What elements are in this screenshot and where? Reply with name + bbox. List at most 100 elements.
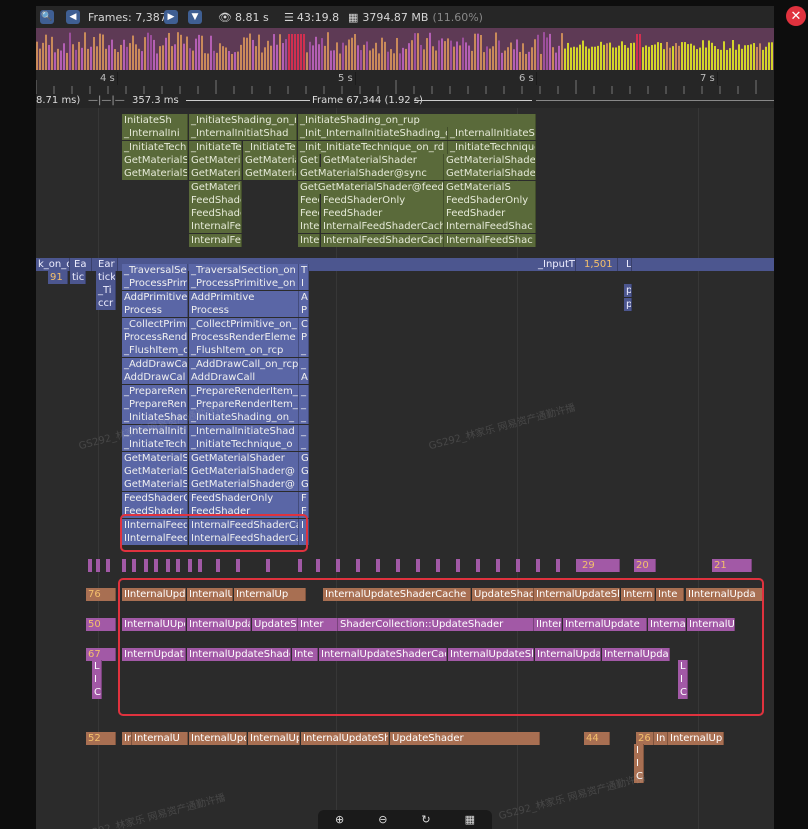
timeline-frame-bar[interactable] xyxy=(312,45,314,70)
timeline-frame-bar[interactable] xyxy=(729,48,731,70)
green-zone[interactable]: GetMateria xyxy=(243,153,297,167)
blue-zone[interactable]: P xyxy=(299,331,309,344)
timeline-frame-bar[interactable] xyxy=(699,47,701,70)
timeline-frame-bar[interactable] xyxy=(198,34,200,70)
zone-count[interactable]: 76 xyxy=(86,588,116,601)
timeline-frame-bar[interactable] xyxy=(465,42,467,70)
timeline-frame-bar[interactable] xyxy=(183,43,185,70)
blue-zone[interactable]: Ear xyxy=(96,258,118,271)
timeline-frame-bar[interactable] xyxy=(213,50,215,70)
timeline-frame-bar[interactable] xyxy=(717,49,719,70)
timeline-frame-bar[interactable] xyxy=(519,51,521,70)
timeline-frame-bar[interactable] xyxy=(672,46,674,70)
timeline-frame-bar[interactable] xyxy=(150,35,152,70)
green-zone[interactable]: InternalFeedShac xyxy=(444,220,536,234)
timeline-frame-bar[interactable] xyxy=(411,40,413,70)
timeline-frame-bar[interactable] xyxy=(630,43,632,70)
update-shader-small[interactable]: C xyxy=(634,770,644,783)
timeline-frame-bar[interactable] xyxy=(153,39,155,70)
timeline-frame-bar[interactable] xyxy=(663,49,665,70)
timeline-frame-bar[interactable] xyxy=(345,45,347,70)
reset-view-icon[interactable]: ↻ xyxy=(421,813,431,826)
blue-zone[interactable]: FeedShaderC xyxy=(122,491,188,505)
blue-zone[interactable]: _CollectPrimitive_on_ xyxy=(189,317,299,331)
timeline-frame-bar[interactable] xyxy=(483,52,485,70)
timeline-frame-bar[interactable] xyxy=(252,39,254,70)
timeline-frame-bar[interactable] xyxy=(726,49,728,70)
timeline-frame-bar[interactable] xyxy=(237,51,239,70)
timeline-frame-bar[interactable] xyxy=(63,43,65,70)
timeline-frame-bar[interactable] xyxy=(42,42,44,70)
timeline-frame-bar[interactable] xyxy=(417,33,419,70)
green-zone[interactable]: Intel xyxy=(298,233,320,247)
update-shader-zone[interactable]: InternalUpdateSh xyxy=(534,588,620,601)
timeline-frame-bar[interactable] xyxy=(330,50,332,70)
timeline-frame-bar[interactable] xyxy=(522,43,524,70)
timeline-frame-bar[interactable] xyxy=(666,42,668,70)
timeline-frame-bar[interactable] xyxy=(618,45,620,70)
blue-zone[interactable]: GetMaterialShader xyxy=(189,451,299,465)
timeline-frame-bar[interactable] xyxy=(582,40,584,70)
blue-zone[interactable]: I xyxy=(299,518,309,532)
blue-zone[interactable]: _InitiateTechnique_o xyxy=(189,438,299,452)
green-zone[interactable]: InitiateSh xyxy=(122,114,188,127)
zone-count[interactable]: 52 xyxy=(86,732,116,745)
search-icon[interactable]: 🔍 xyxy=(40,10,54,24)
timeline-frame-bar[interactable] xyxy=(759,43,761,70)
blue-zone[interactable]: Process xyxy=(189,304,299,318)
blue-zone[interactable]: _InternalInitiateShad xyxy=(189,424,299,438)
timeline-frame-bar[interactable] xyxy=(216,52,218,70)
timeline-frame-bar[interactable] xyxy=(390,49,392,70)
update-shader-zone[interactable]: InternalUpda xyxy=(187,618,251,631)
purple-marker[interactable] xyxy=(154,559,158,572)
timeline-frame-bar[interactable] xyxy=(45,34,47,70)
blue-zone[interactable]: I xyxy=(299,532,309,545)
blue-zone[interactable]: P xyxy=(299,304,309,318)
prev-frame-button[interactable]: ◀ xyxy=(66,10,80,24)
timeline-frame-bar[interactable] xyxy=(585,46,587,70)
update-shader-zone[interactable]: InternalU xyxy=(132,732,188,745)
update-shader-zone[interactable]: IInter xyxy=(534,618,562,631)
green-zone[interactable]: _InitiateShading_on_rcp xyxy=(189,114,297,127)
timeline-frame-bar[interactable] xyxy=(336,42,338,70)
timeline-frame-bar[interactable] xyxy=(375,42,377,70)
timeline-frame-bar[interactable] xyxy=(711,42,713,70)
update-shader-zone[interactable]: InternalUpdateSh xyxy=(448,648,534,661)
timeline-frame-bar[interactable] xyxy=(132,35,134,70)
timeline-frame-bar[interactable] xyxy=(258,34,260,70)
timeline-frame-bar[interactable] xyxy=(57,48,59,70)
timeline-frame-bar[interactable] xyxy=(552,47,554,70)
timeline-frame-bar[interactable] xyxy=(768,42,770,70)
purple-marker[interactable] xyxy=(132,559,136,572)
timeline-frame-bar[interactable] xyxy=(468,45,470,70)
blue-zone[interactable]: _ xyxy=(299,424,309,438)
green-zone[interactable]: _Init_InitiateTechnique_on_rd xyxy=(298,140,448,154)
update-shader-zone[interactable]: Intern xyxy=(621,588,655,601)
update-shader-zone[interactable]: InternalUpdate xyxy=(563,618,647,631)
timeline-frame-bar[interactable] xyxy=(387,51,389,70)
green-zone[interactable]: GetM xyxy=(298,153,320,167)
green-zone[interactable]: GetMaterialS xyxy=(122,153,188,167)
timeline-frame-bar[interactable] xyxy=(534,39,536,70)
timeline-frame-bar[interactable] xyxy=(600,41,602,70)
timeline-frame-bar[interactable] xyxy=(462,37,464,70)
green-zone[interactable]: _InternalInitiatShad xyxy=(189,127,297,141)
timeline-frame-bar[interactable] xyxy=(732,40,734,70)
timeline-frame-bar[interactable] xyxy=(459,45,461,70)
timeline-frame-bar[interactable] xyxy=(60,50,62,70)
timeline-frame-bar[interactable] xyxy=(684,42,686,70)
green-zone[interactable]: FeedShader xyxy=(444,207,536,221)
blue-zone[interactable]: _InternalIniti xyxy=(122,424,188,438)
timeline-frame-bar[interactable] xyxy=(501,52,503,70)
blue-zone[interactable]: A xyxy=(299,290,309,304)
timeline-frame-bar[interactable] xyxy=(246,37,248,70)
timeline-frame-bar[interactable] xyxy=(105,48,107,70)
timeline-frame-bar[interactable] xyxy=(51,36,53,70)
timeline-frame-bar[interactable] xyxy=(201,35,203,70)
timeline-frame-bar[interactable] xyxy=(396,37,398,70)
green-zone[interactable]: FeedShade xyxy=(189,207,242,221)
purple-marker[interactable] xyxy=(496,559,500,572)
timeline-frame-bar[interactable] xyxy=(162,45,164,70)
timeline-frame-bar[interactable] xyxy=(660,42,662,70)
update-shader-zone[interactable]: Inte xyxy=(292,648,318,661)
